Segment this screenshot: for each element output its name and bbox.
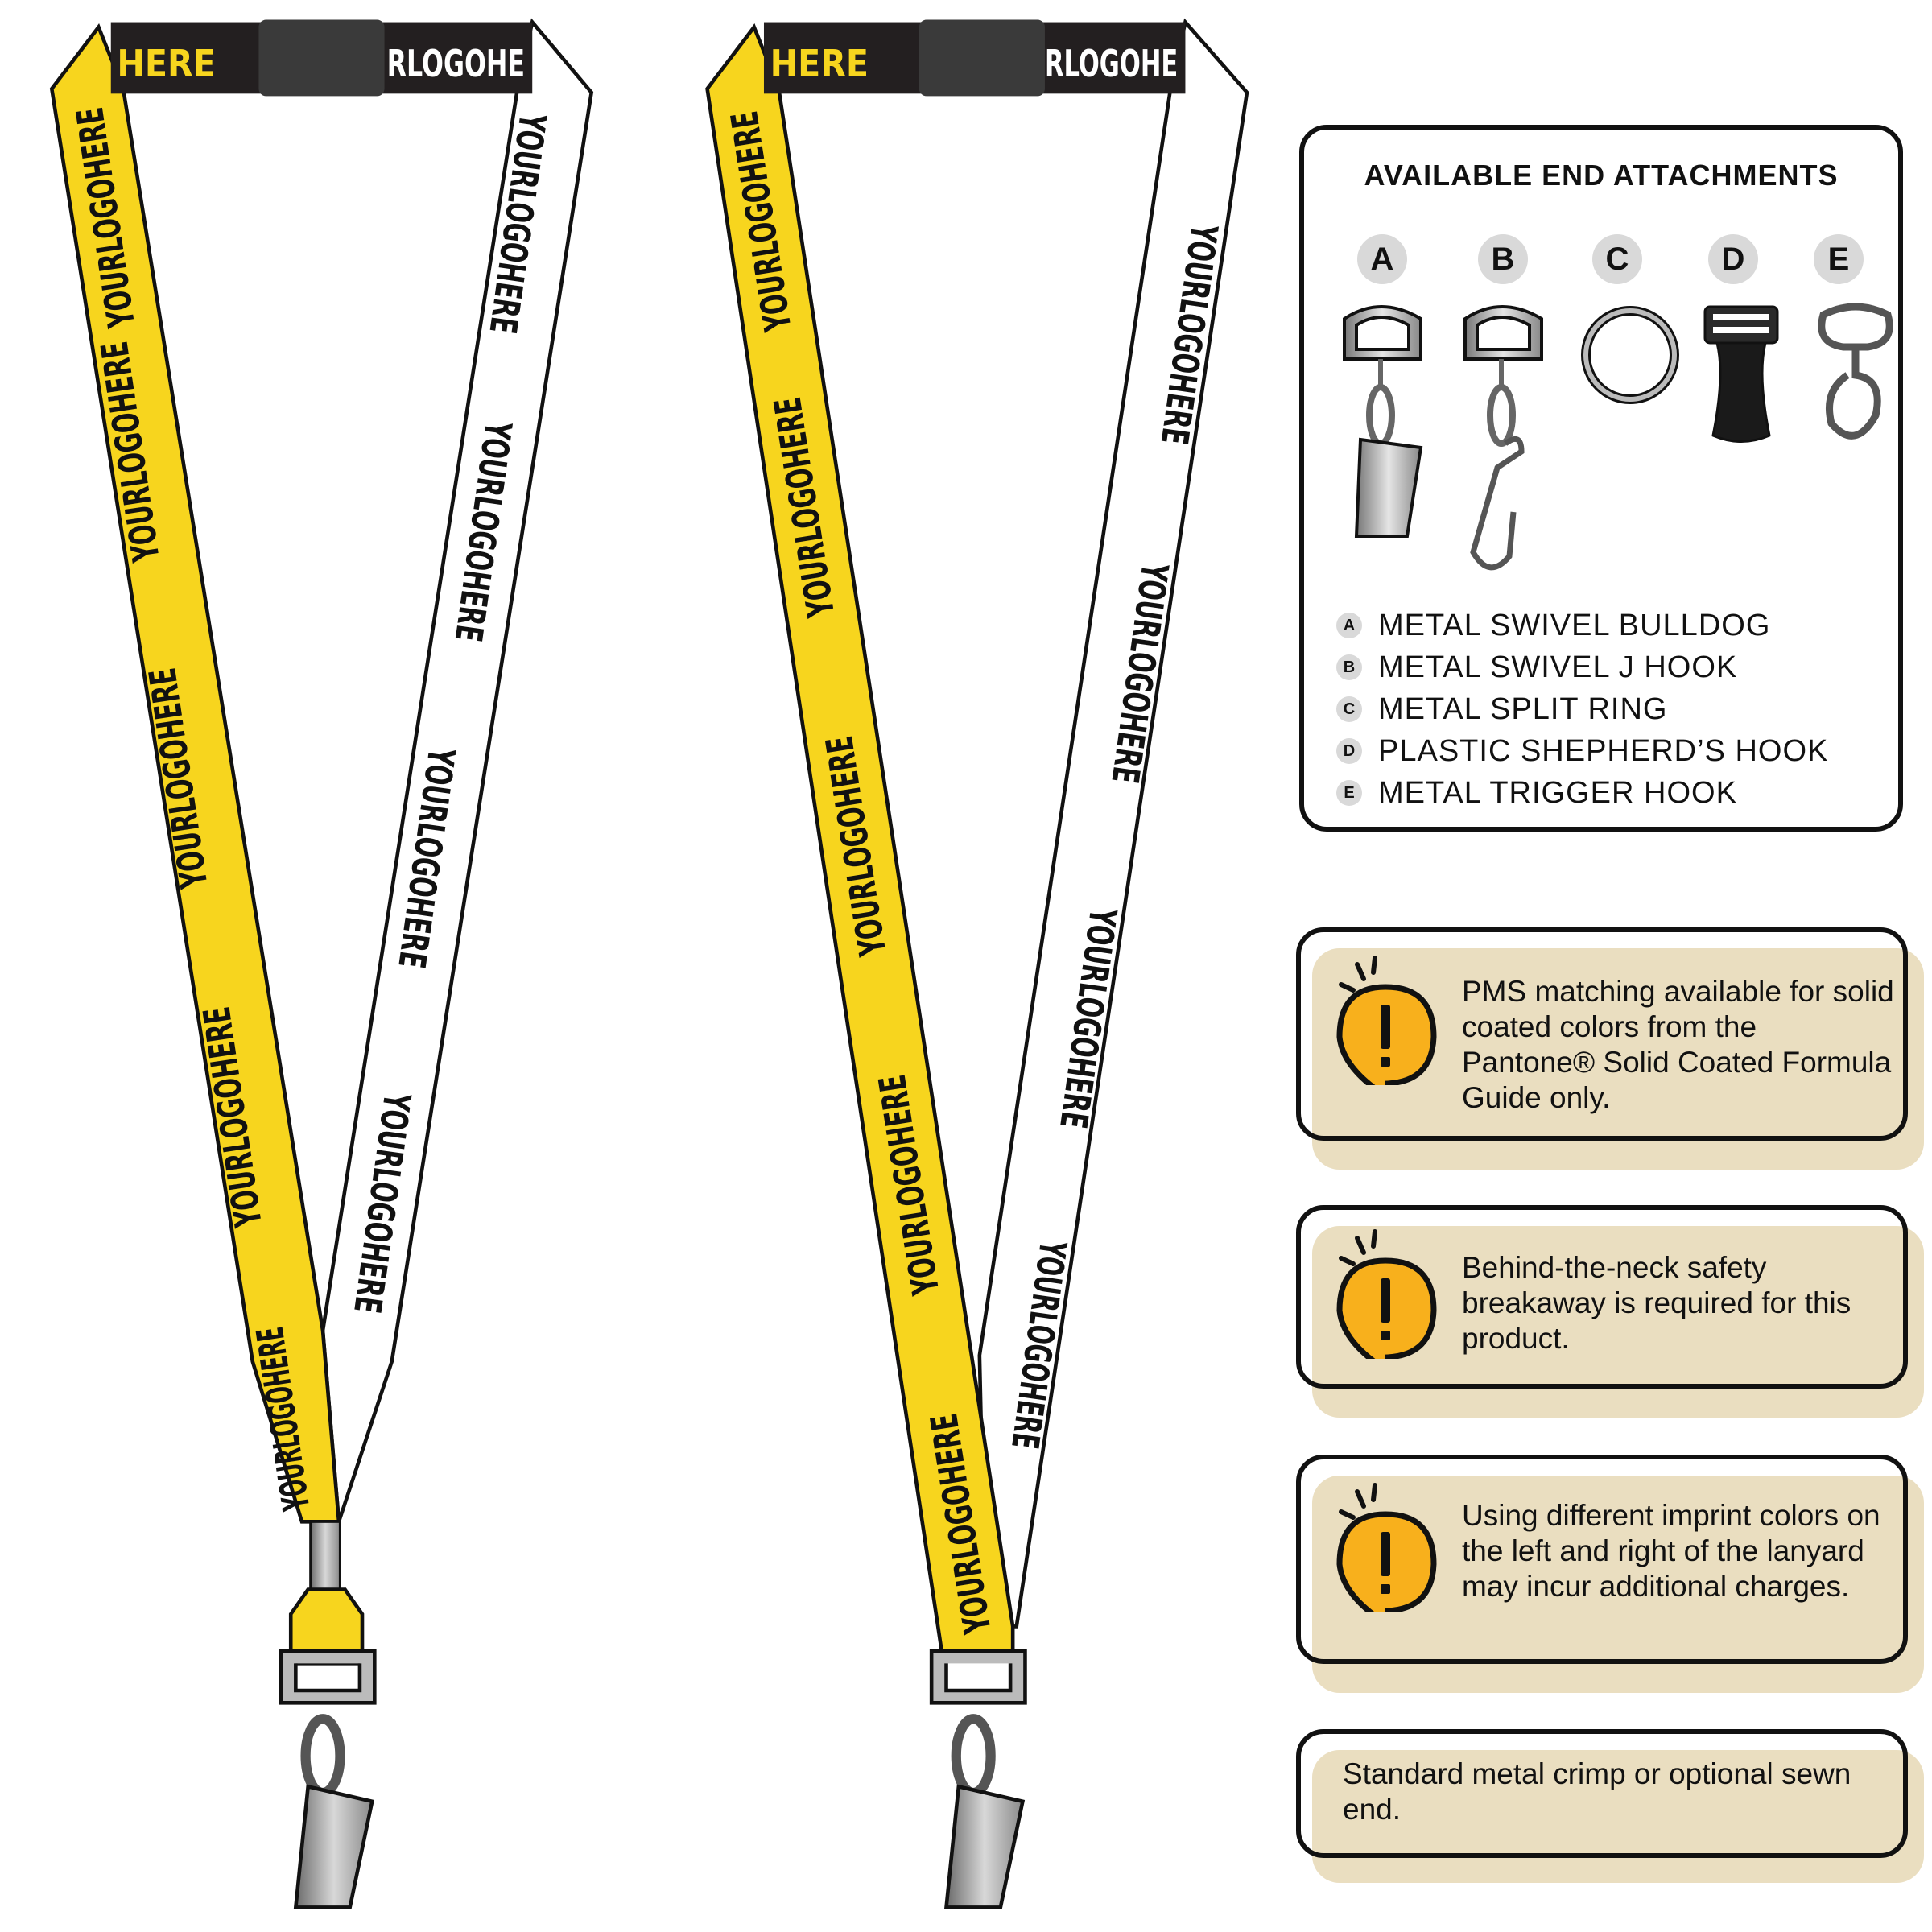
bulldog-clip-body — [943, 1784, 1026, 1909]
legend-badge: A — [1336, 613, 1362, 638]
list-item: E METAL TRIGGER HOOK — [1336, 772, 1828, 814]
letter-badge-e: E — [1814, 234, 1864, 284]
legend-badge: C — [1336, 696, 1362, 722]
list-item: C METAL SPLIT RING — [1336, 688, 1828, 730]
letter-badge-d: D — [1708, 234, 1758, 284]
bulldog-clip-body — [293, 1784, 374, 1909]
note-text: PMS matching available for solid coated … — [1462, 975, 1894, 1114]
note-text: Behind-the-neck safety breakaway is requ… — [1462, 1251, 1852, 1355]
list-item: D PLASTIC SHEPHERD’S HOOK — [1336, 730, 1828, 772]
note-breakaway: Behind-the-neck safety breakaway is requ… — [1296, 1205, 1908, 1389]
bulldog-clip-icon — [1343, 305, 1423, 538]
list-item: B METAL SWIVEL J HOOK — [1336, 646, 1828, 688]
attachment-legend: A METAL SWIVEL BULLDOG B METAL SWIVEL J HO… — [1336, 605, 1828, 814]
letter-badge-b: B — [1478, 234, 1528, 284]
metal-crimp — [309, 1520, 341, 1591]
lanyard-left: HERE RLOGOHE YOURLOGOHERE YOURLOGOHERE Y… — [49, 18, 594, 1909]
breakaway-clasp — [258, 19, 385, 97]
end-attachments-panel: AVAILABLE END ATTACHMENTS A B C D E A MET… — [1299, 125, 1903, 832]
legend-badge: B — [1336, 654, 1362, 680]
breakaway-clasp — [919, 19, 1045, 97]
note-text: Using different imprint colors on the le… — [1462, 1499, 1880, 1603]
trigger-hook-icon — [1818, 303, 1893, 440]
bulldog-clip-icon — [929, 1649, 1027, 1705]
swivel-ring — [951, 1714, 996, 1798]
legend-label: METAL TRIGGER HOOK — [1378, 775, 1737, 810]
note-text: Standard metal crimp or optional sewn en… — [1343, 1757, 1852, 1826]
note-shadow — [1312, 1750, 1924, 1883]
top-imprint-fragment: RLOGOHE — [1045, 42, 1178, 85]
lanyard-right: HERE RLOGOHE YOURLOGOHERE YOURLOGOHERE Y… — [705, 18, 1249, 1909]
shepherds-hook-icon — [1703, 305, 1779, 443]
legend-label: PLASTIC SHEPHERD’S HOOK — [1378, 733, 1829, 768]
bulldog-clip-icon — [279, 1649, 377, 1705]
legend-label: METAL SPLIT RING — [1378, 691, 1668, 726]
letter-badge-c: C — [1592, 234, 1642, 284]
split-ring-icon — [1581, 306, 1679, 404]
legend-label: METAL SWIVEL BULLDOG — [1378, 608, 1771, 642]
legend-label: METAL SWIVEL J HOOK — [1378, 650, 1738, 684]
note-imprint-colors: Using different imprint colors on the le… — [1296, 1455, 1908, 1664]
legend-badge: D — [1336, 738, 1362, 764]
letter-badge-a: A — [1357, 234, 1407, 284]
warning-bubble-icon — [1336, 956, 1437, 1085]
legend-badge: E — [1336, 780, 1362, 806]
top-imprint-fragment: HERE — [117, 42, 215, 85]
panel-title: AVAILABLE END ATTACHMENTS — [1364, 159, 1839, 192]
note-pms-matching: PMS matching available for solid coated … — [1296, 927, 1908, 1141]
top-imprint-fragment: HERE — [770, 42, 869, 85]
warning-bubble-icon — [1336, 1229, 1437, 1359]
yellow-strap — [49, 23, 341, 1524]
note-crimp-end: Standard metal crimp or optional sewn en… — [1296, 1729, 1908, 1858]
list-item: A METAL SWIVEL BULLDOG — [1336, 605, 1828, 646]
j-hook-icon — [1463, 305, 1543, 571]
top-imprint-fragment: RLOGOHE — [387, 42, 525, 85]
warning-bubble-icon — [1336, 1483, 1437, 1612]
swivel-ring — [300, 1714, 345, 1798]
